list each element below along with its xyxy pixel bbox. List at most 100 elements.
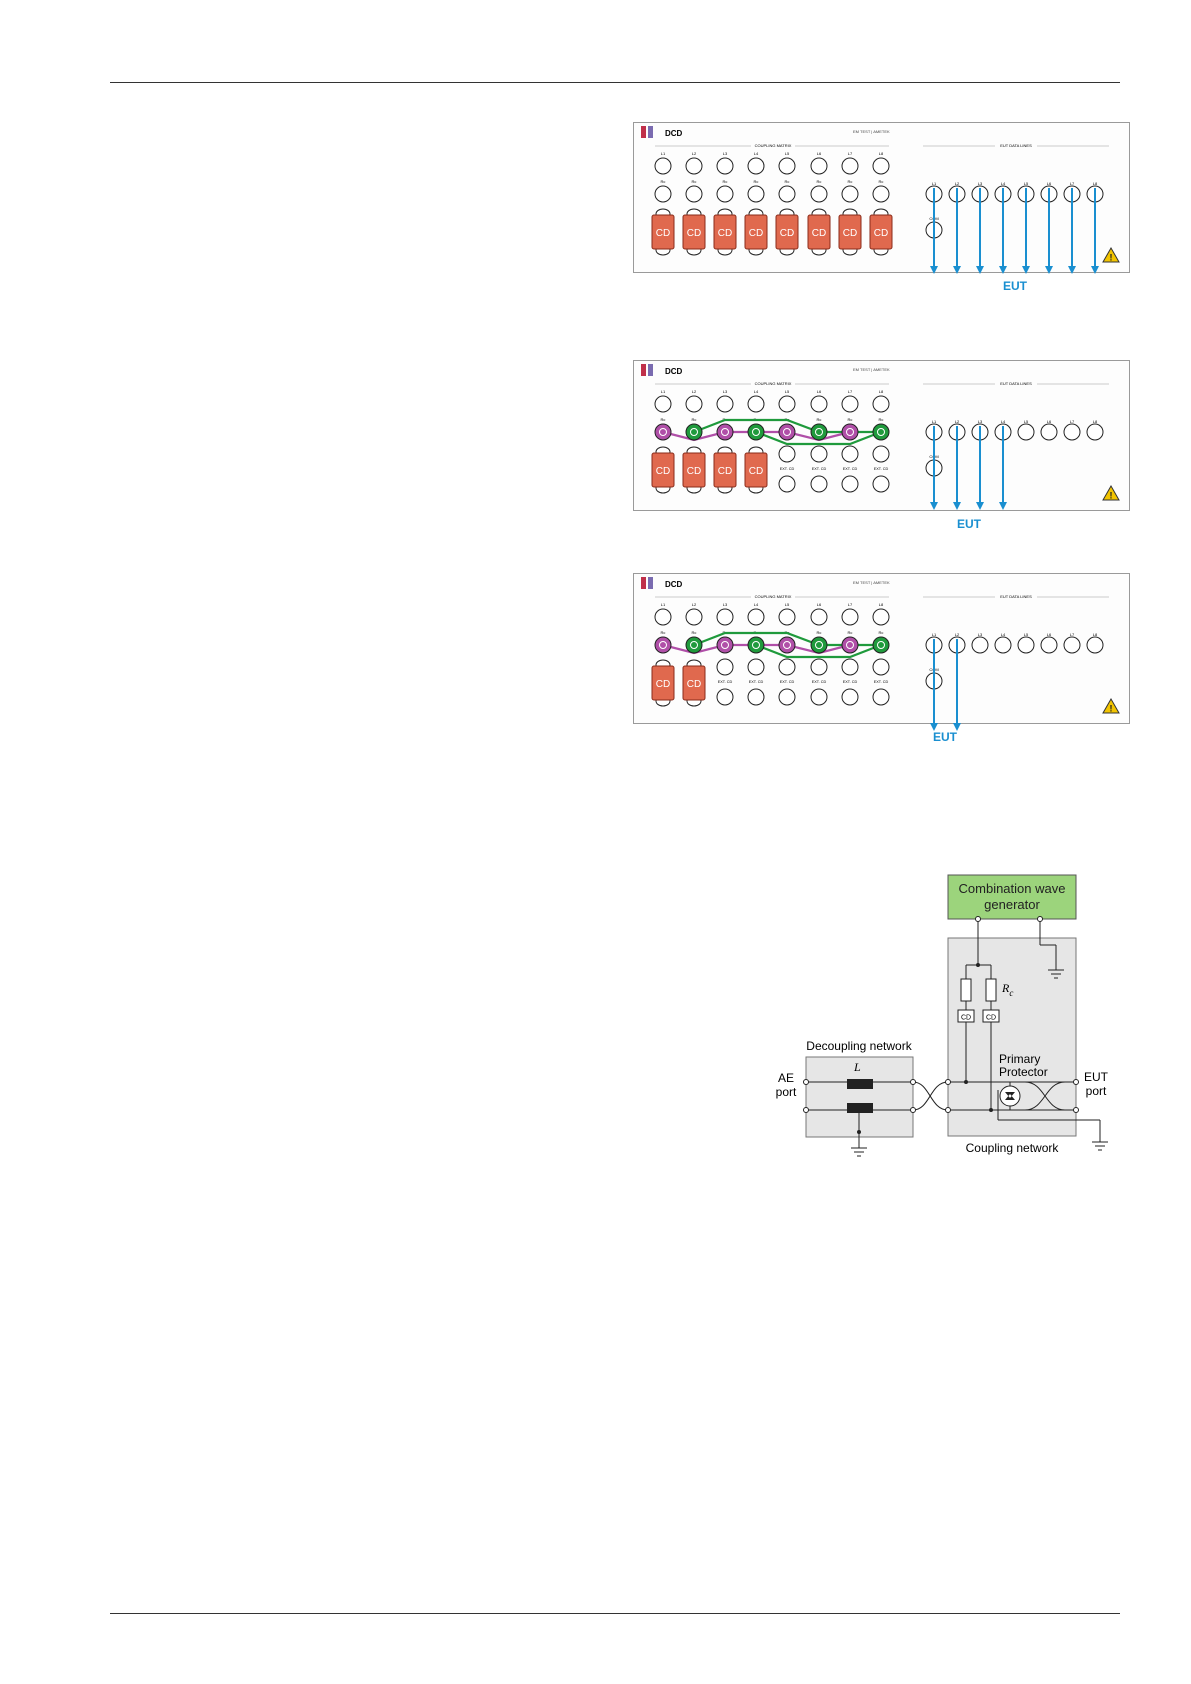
rc-jack [716, 423, 734, 441]
cd-block [651, 665, 675, 701]
coupling-network-label: Coupling network [966, 1141, 1060, 1155]
cd-jack-bottom [716, 688, 734, 706]
cd-jack-bottom [872, 475, 890, 493]
eut-label: EUT [933, 730, 958, 743]
eut-jack [994, 636, 1012, 654]
matrix-jack-top [685, 395, 703, 413]
eut-line-label: L6 [1047, 632, 1052, 637]
cd-block [775, 214, 799, 250]
eut-arrow-head [1091, 266, 1099, 274]
eut-line-label: L5 [1024, 632, 1029, 637]
cd-block [682, 452, 706, 488]
generator-label-2: generator [984, 897, 1040, 912]
eut-label: EUT [957, 517, 982, 530]
eut-line-label: L6 [1047, 181, 1052, 186]
rc-jack [685, 636, 703, 654]
eut-line-label: L3 [978, 419, 983, 424]
rc-jack [778, 185, 796, 203]
eut-arrow-head [1022, 266, 1030, 274]
cd-jack-bottom [841, 475, 859, 493]
logo-stripe-red [641, 577, 646, 589]
rc-jack [872, 423, 890, 441]
eut-line-label: L8 [1093, 632, 1098, 637]
logo-stripe-blue [648, 126, 653, 138]
eut-jack [1063, 636, 1081, 654]
cd-jack-top [872, 658, 890, 676]
eut-line-label: L8 [1093, 419, 1098, 424]
inductor-label: L [853, 1060, 861, 1074]
rc-jack [747, 636, 765, 654]
eut-line-label: L4 [1001, 632, 1006, 637]
rc-label: Rc [848, 630, 853, 635]
eut-line-label: L1 [932, 181, 937, 186]
matrix-jack-top [872, 395, 890, 413]
eut-arrow-head [976, 502, 984, 510]
matrix-line-label: L3 [723, 389, 728, 394]
coupling-circuit-diagram: Combination wave generator Decoupling ne… [770, 870, 1120, 1175]
cd-block [651, 214, 675, 250]
cd-label: CD [656, 228, 670, 239]
cd-jack-top [872, 445, 890, 463]
logo-stripe-blue [648, 577, 653, 589]
warning-icon [1102, 484, 1120, 501]
cd-jack-top [778, 445, 796, 463]
resistor-2 [985, 978, 997, 1002]
ext-cd-label: EXT. CD [843, 467, 858, 471]
matrix-line-label: L3 [723, 151, 728, 156]
lines-title: EUT DATA LINES [1000, 143, 1032, 148]
resistor-1 [960, 978, 972, 1002]
cd-jack-top [810, 658, 828, 676]
cd-label: CD [656, 466, 670, 477]
rc-label: Rc [661, 417, 666, 422]
rc-label: Rc [723, 179, 728, 184]
rc-jack [716, 185, 734, 203]
matrix-line-label: L4 [754, 602, 759, 607]
matrix-line-label: L6 [817, 389, 822, 394]
panel-brand: EM TEST | AMETEK [853, 580, 890, 585]
warning-icon [1102, 246, 1120, 263]
cd-label: CD [687, 679, 701, 690]
rc-jack [685, 423, 703, 441]
rc-jack [654, 185, 672, 203]
matrix-line-label: L8 [879, 389, 884, 394]
ext-cd-label: EXT. CD [874, 467, 889, 471]
panel-brand: EM TEST | AMETEK [853, 129, 890, 134]
cd-label: CD [812, 228, 826, 239]
inductor-bottom [847, 1103, 873, 1113]
matrix-line-label: L5 [785, 602, 790, 607]
rc-label: Rc [692, 630, 697, 635]
matrix-title: COUPLING MATRIX [755, 381, 792, 386]
cd-jack-top [841, 445, 859, 463]
eut-arrow-head [930, 266, 938, 274]
rc-jack [778, 636, 796, 654]
eut-port-label-2: port [1086, 1084, 1107, 1098]
rc-label: Rc [817, 417, 822, 422]
matrix-line-label: L7 [848, 602, 853, 607]
matrix-line-label: L6 [817, 151, 822, 156]
eut-arrow-head [953, 723, 961, 731]
eut-arrow-head [953, 266, 961, 274]
rc-jack [747, 423, 765, 441]
eut-line-label: L3 [978, 181, 983, 186]
cd-label: CD [843, 228, 857, 239]
matrix-jack-top [747, 608, 765, 626]
rc-jack [841, 185, 859, 203]
cd-block [744, 452, 768, 488]
matrix-jack-top [778, 157, 796, 175]
rc-jack [685, 185, 703, 203]
eut-jack [1086, 636, 1104, 654]
ext-cd-label: EXT. CD [812, 467, 827, 471]
eut-jack [1040, 636, 1058, 654]
cd-label: CD [749, 228, 763, 239]
panel-title: DCD [665, 129, 683, 138]
ae-port-label-1: AE [778, 1071, 794, 1085]
eut-arrow-head [953, 502, 961, 510]
ext-cd-label: EXT. CD [780, 467, 795, 471]
eut-arrow-head [1068, 266, 1076, 274]
eut-line-label: L5 [1024, 181, 1029, 186]
rc-jack [778, 423, 796, 441]
svg-text:!: ! [1110, 704, 1113, 714]
